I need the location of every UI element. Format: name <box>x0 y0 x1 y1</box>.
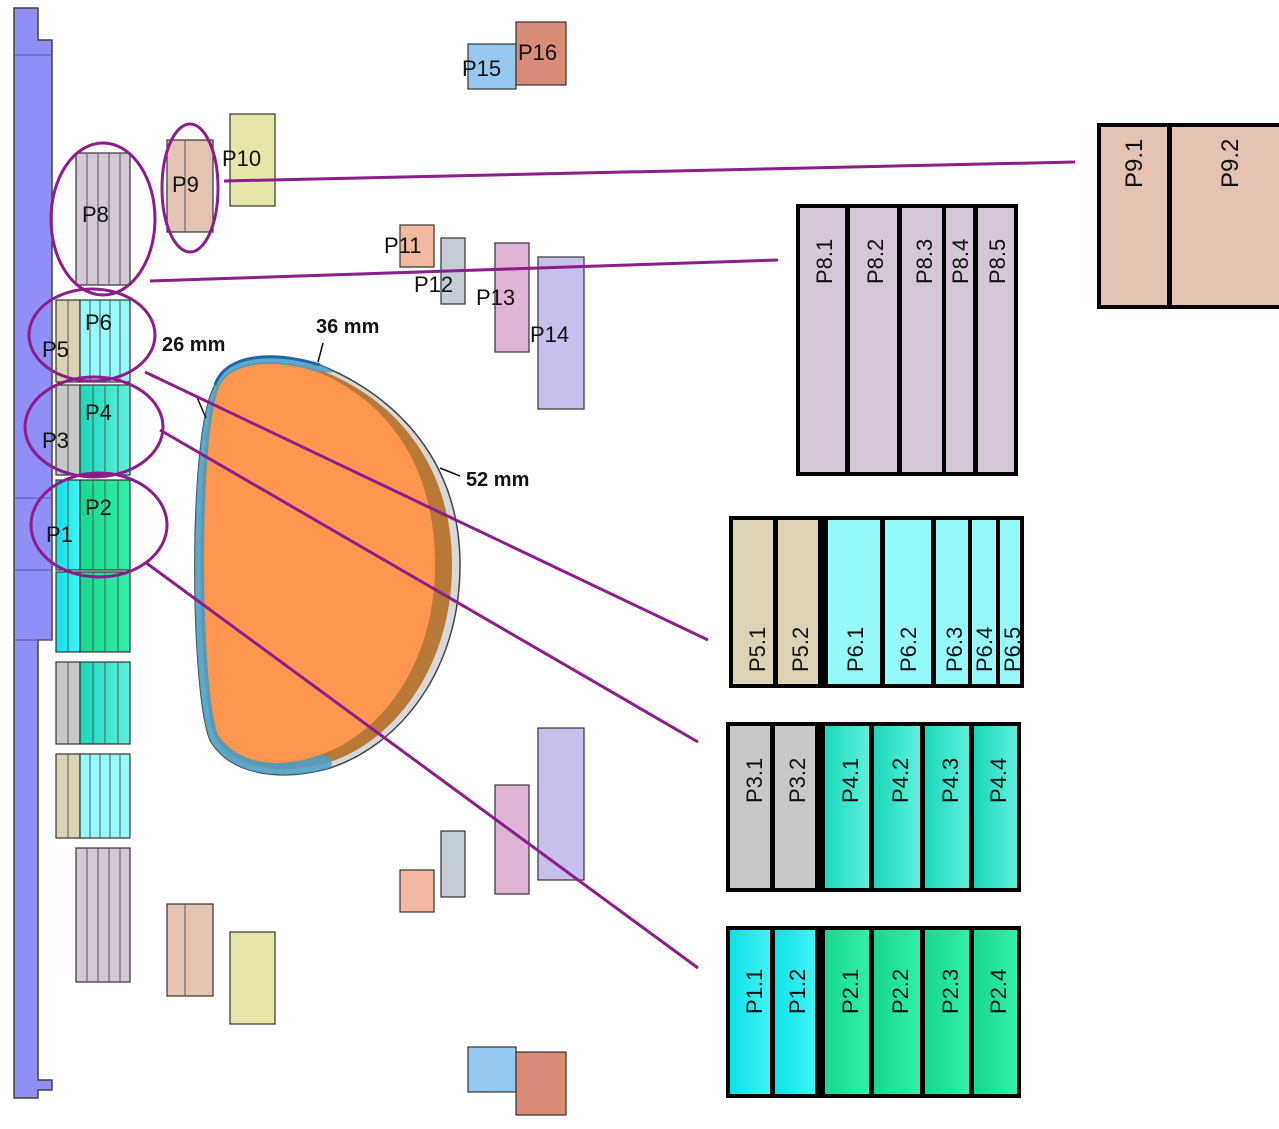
coil-p10-lower <box>229 931 276 1025</box>
detail-p6-3: P6.3 <box>942 627 967 672</box>
detail-box-p9: P9.1 P9.2 <box>1097 123 1279 309</box>
coil-p6-lower <box>79 753 131 839</box>
detail-box-p12: P1.1 P1.2 P2.1 P2.2 P2.3 P2.4 <box>726 926 1021 1098</box>
label-p10: P10 <box>222 146 261 171</box>
coil-p1-lower <box>55 571 81 653</box>
dimension-leaders <box>195 342 461 477</box>
label-p15: P15 <box>462 56 501 81</box>
plasma-cross-section <box>194 355 461 776</box>
detail-p8-5: P8.5 <box>985 239 1010 284</box>
detail-p2-2: P2.2 <box>888 969 913 1014</box>
label-p11: P11 <box>384 233 422 258</box>
dim-36mm-label: 36 mm <box>316 316 379 338</box>
detail-p5-1: P5.1 <box>745 627 770 672</box>
detail-p8-1: P8.1 <box>812 239 837 284</box>
coil-p2-lower <box>79 571 131 653</box>
callout-circle-p56 <box>27 287 157 383</box>
coil-p16-lower <box>515 1051 567 1116</box>
detail-box-p56: P5.1 P5.2 P6.1 P6.2 P6.3 P6.4 P6.5 <box>729 516 1025 688</box>
label-p14: P14 <box>530 322 569 347</box>
detail-p1-1: P1.1 <box>742 969 767 1014</box>
coil-p6-upper <box>79 299 131 383</box>
coil-p8-upper <box>75 152 131 286</box>
coil-labels: P8 P9 P10 P6 P5 P4 P3 P2 P1 P11 P12 P13 … <box>42 40 569 547</box>
coil-p9-upper <box>166 139 214 233</box>
coil-p13-upper <box>494 242 530 353</box>
detail-p4-1: P4.1 <box>838 758 863 803</box>
label-p16: P16 <box>518 40 557 65</box>
detail-box-p34: P3.1 P3.2 P4.1 P4.2 P4.3 P4.4 <box>726 722 1021 892</box>
detail-p5-2: P5.2 <box>788 627 813 672</box>
detail-p3-2: P3.2 <box>785 758 810 803</box>
detail-p8-4: P8.4 <box>948 239 973 284</box>
callout-circle-p8 <box>49 141 157 297</box>
label-p6: P6 <box>85 310 112 335</box>
label-p12: P12 <box>414 272 453 297</box>
coil-p9-lower <box>166 903 214 997</box>
label-p3: P3 <box>42 428 69 453</box>
detail-p2-4: P2.4 <box>986 969 1011 1014</box>
coil-p5-lower <box>55 753 81 839</box>
vessel-wall <box>13 7 53 1099</box>
coil-p14-upper <box>537 256 585 410</box>
detail-p9-1: P9.1 <box>1121 139 1148 188</box>
detail-p6-1: P6.1 <box>843 627 868 672</box>
callout-circle-p9 <box>160 122 220 254</box>
detail-p4-4: P4.4 <box>986 758 1011 803</box>
label-p5: P5 <box>42 337 69 362</box>
label-p4: P4 <box>85 400 112 425</box>
coil-p4-upper <box>79 384 131 476</box>
coil-p10-upper <box>229 113 276 207</box>
detail-p6-5: P6.5 <box>1000 627 1025 672</box>
label-p2: P2 <box>85 495 112 520</box>
detail-p2-1: P2.1 <box>838 969 863 1014</box>
callout-circle-p12 <box>29 471 169 579</box>
label-p8: P8 <box>82 202 109 227</box>
label-p13: P13 <box>476 285 515 310</box>
coil-p4-lower <box>79 661 131 745</box>
coil-p15-upper <box>467 43 517 90</box>
callout-lines <box>144 160 1076 970</box>
coil-p8-lower <box>75 847 131 983</box>
coil-p12-lower <box>440 830 466 898</box>
coil-p16-upper <box>515 21 567 86</box>
detail-p4-2: P4.2 <box>888 758 913 803</box>
detail-p2-3: P2.3 <box>938 969 963 1014</box>
detail-box-p8: P8.1 P8.2 P8.3 P8.4 P8.5 <box>796 204 1018 476</box>
detail-p8-2: P8.2 <box>863 239 888 284</box>
dim-26mm-label: 26 mm <box>162 334 225 356</box>
detail-p3-1: P3.1 <box>742 758 767 803</box>
detail-p6-2: P6.2 <box>896 627 921 672</box>
detail-p4-3: P4.3 <box>938 758 963 803</box>
coil-p11-upper <box>399 224 435 268</box>
detail-p9-2: P9.2 <box>1217 139 1244 188</box>
coil-p3-lower <box>55 661 81 745</box>
callout-circle-p34 <box>23 375 165 479</box>
label-p1: P1 <box>46 522 73 547</box>
coil-p11-lower <box>399 869 435 913</box>
coil-p15-lower <box>467 1046 517 1093</box>
callout-circles <box>23 122 220 579</box>
coil-p2-upper <box>79 479 131 571</box>
detail-p8-3: P8.3 <box>912 239 937 284</box>
label-p9: P9 <box>172 172 199 197</box>
detail-p6-4: P6.4 <box>972 627 997 672</box>
detail-p1-2: P1.2 <box>785 969 810 1014</box>
dim-52mm-label: 52 mm <box>466 469 529 491</box>
